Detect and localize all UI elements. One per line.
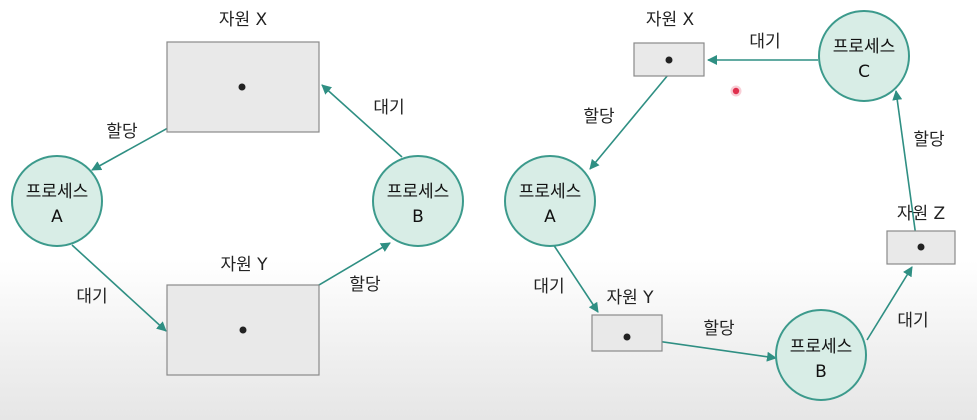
left-diagram: 자원 X 자원 Y 프로세스 A 프로세스 B 할당 대기 할당 대기: [11, 10, 464, 376]
right-process-b-name: 프로세스: [790, 337, 853, 357]
right-process-a-name: 프로세스: [519, 182, 582, 202]
left-resource-y-label: 자원 Y: [220, 255, 268, 275]
right-resource-y-label: 자원 Y: [606, 288, 654, 308]
left-edge-a-to-y: [71, 244, 167, 332]
right-process-a: 프로세스 A: [504, 155, 596, 247]
right-label-y-to-b: 할당: [703, 319, 735, 339]
left-process-b-name: 프로세스: [387, 182, 450, 202]
left-process-a-name: 프로세스: [26, 182, 89, 202]
left-resource-x-dot: [238, 83, 246, 91]
left-label-b-to-x: 대기: [373, 98, 404, 118]
right-process-b-id: B: [815, 362, 827, 382]
left-process-b-id: B: [412, 207, 424, 227]
pointer-cursor-icon: [730, 85, 742, 97]
right-resource-x-dot: [665, 56, 673, 64]
right-label-z-to-c: 할당: [913, 130, 945, 150]
right-edge-z-to-c: [892, 90, 918, 245]
right-process-c-id: C: [858, 62, 870, 82]
right-process-b: 프로세스 B: [775, 309, 867, 401]
right-diagram: 자원 X 자원 Y 자원 Z 프로세스 C 프로세스 A 프로세스 B: [504, 10, 956, 401]
right-label-c-to-x: 대기: [749, 32, 780, 52]
left-label-x-to-a: 할당: [106, 122, 138, 142]
right-edge-x-to-a: [589, 74, 669, 170]
left-edge-b-to-x: [321, 84, 403, 158]
left-label-y-to-b: 할당: [349, 275, 381, 295]
right-resource-y-dot: [623, 333, 631, 341]
left-resource-y-dot: [239, 326, 247, 334]
left-process-a-id: A: [51, 207, 63, 227]
right-resource-z-dot: [917, 243, 925, 251]
right-label-a-to-y: 대기: [533, 277, 564, 297]
right-process-a-id: A: [544, 207, 556, 227]
right-label-b-to-z: 대기: [897, 311, 928, 331]
right-resource-x-label: 자원 X: [646, 10, 695, 30]
right-label-x-to-a: 할당: [583, 107, 615, 127]
right-process-c-name: 프로세스: [833, 37, 896, 57]
left-resource-x-label: 자원 X: [219, 10, 268, 30]
left-process-a: 프로세스 A: [11, 155, 103, 247]
right-resource-y-box: [591, 314, 663, 352]
right-resource-z-label: 자원 Z: [897, 204, 945, 224]
right-process-c: 프로세스 C: [818, 10, 910, 102]
right-edge-a-to-y: [552, 243, 599, 313]
left-process-b: 프로세스 B: [372, 155, 464, 247]
left-label-a-to-y: 대기: [76, 287, 107, 307]
right-edge-b-to-z: [866, 266, 913, 341]
